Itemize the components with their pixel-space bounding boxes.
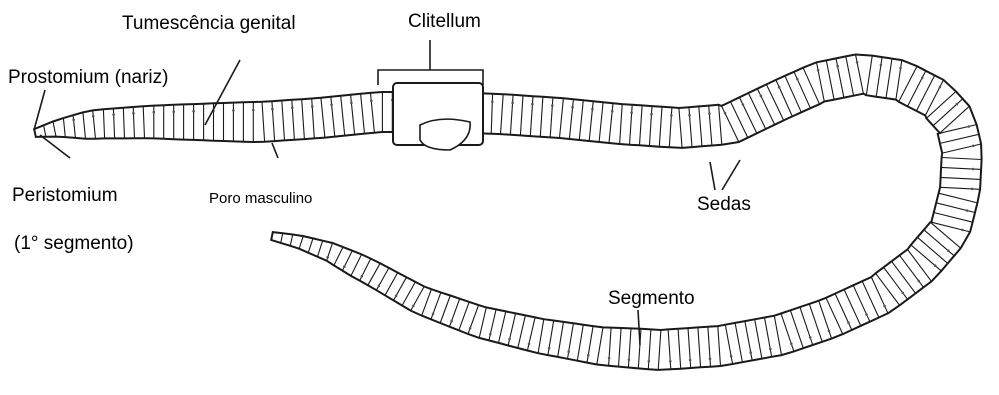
- seta-mark: [968, 125, 971, 128]
- clitellum-bracket: [378, 40, 483, 85]
- seta-mark: [450, 320, 453, 323]
- seta-mark: [972, 145, 975, 148]
- seta-mark: [688, 114, 691, 117]
- seta-mark: [153, 111, 156, 114]
- seta-mark: [311, 105, 314, 108]
- seta-mark: [790, 343, 793, 346]
- seta-mark: [232, 109, 235, 112]
- seta-mark: [689, 359, 692, 362]
- seta-mark: [350, 102, 353, 105]
- poro-pointer: [272, 143, 278, 158]
- seta-mark: [326, 256, 329, 259]
- seta-mark: [828, 330, 831, 333]
- seta-mark: [836, 65, 839, 68]
- seta-mark: [669, 360, 672, 363]
- prostomium-pointer: [34, 90, 45, 130]
- seta-mark: [956, 103, 959, 106]
- seta-mark: [708, 112, 711, 115]
- seta-mark: [972, 168, 975, 171]
- seta-mark: [370, 100, 373, 103]
- seta-mark: [271, 108, 274, 111]
- seta-mark: [966, 209, 969, 212]
- seta-mark: [769, 348, 772, 351]
- label-segmento: Segmento: [608, 289, 695, 308]
- label-prostomium: Prostomium (nariz): [8, 68, 168, 87]
- seta-mark: [934, 264, 937, 267]
- clitellum-band: [393, 83, 483, 150]
- seta-mark: [72, 119, 75, 122]
- seta-mark: [112, 113, 115, 116]
- seta-mark: [343, 265, 346, 268]
- seta-mark: [902, 292, 905, 295]
- seta-mark: [628, 358, 631, 361]
- label-peristomium-segment: (1° segmento): [14, 234, 134, 253]
- seta-mark: [921, 77, 924, 80]
- seta-mark: [92, 115, 95, 118]
- seta-mark: [567, 350, 570, 353]
- seta-mark: [571, 106, 574, 109]
- seta-mark: [491, 100, 494, 103]
- seta-mark: [742, 103, 745, 106]
- seta-mark: [591, 108, 594, 111]
- seta-mark: [796, 78, 799, 81]
- seta-mark: [172, 110, 175, 113]
- seta-mark: [432, 313, 435, 316]
- label-tumescencia-genital: Tumescência genital: [122, 14, 296, 33]
- seta-mark: [947, 249, 950, 252]
- peristomium-pointer: [40, 135, 70, 158]
- seta-mark: [611, 110, 614, 113]
- seta-mark: [489, 333, 492, 336]
- seta-mark: [880, 64, 883, 67]
- seta-mark: [670, 114, 673, 117]
- seta-mark: [511, 102, 514, 105]
- seta-mark: [192, 110, 195, 113]
- seta-mark: [817, 69, 820, 72]
- seta-mark: [709, 357, 712, 360]
- seta-mark: [809, 336, 812, 339]
- seta-mark: [883, 305, 886, 308]
- seta-mark: [865, 313, 868, 316]
- seta-mark: [378, 285, 381, 288]
- seta-mark: [395, 295, 398, 298]
- seta-mark: [856, 61, 859, 64]
- worm-body: [34, 55, 981, 370]
- seta-mark: [899, 67, 902, 70]
- seta-mark: [749, 351, 752, 354]
- sedas-pointer-2: [722, 160, 740, 190]
- seta-mark: [630, 111, 633, 114]
- seta-mark: [608, 357, 611, 360]
- seta-mark: [132, 112, 135, 115]
- seta-mark: [528, 343, 531, 346]
- seta-mark: [412, 305, 415, 308]
- seta-mark: [961, 229, 964, 232]
- seta-mark: [760, 95, 763, 98]
- seta-mark: [291, 107, 294, 110]
- worm-outline: [34, 55, 981, 370]
- seta-mark: [469, 327, 472, 330]
- seta-mark: [971, 188, 974, 191]
- seta-mark: [551, 104, 554, 107]
- seta-mark: [650, 113, 653, 116]
- seta-mark: [917, 280, 920, 283]
- seta-mark: [361, 275, 364, 278]
- seta-mark: [648, 360, 651, 363]
- seta-mark: [778, 86, 781, 89]
- label-sedas: Sedas: [697, 195, 751, 214]
- seta-mark: [939, 86, 942, 89]
- label-peristomium: Peristomium: [12, 186, 118, 205]
- seta-mark: [508, 338, 511, 341]
- sedas-pointer-1: [710, 162, 715, 190]
- label-clitellum: Clitellum: [408, 12, 481, 31]
- seta-mark: [531, 103, 534, 106]
- seta-mark: [847, 321, 850, 324]
- seta-mark: [724, 112, 727, 115]
- seta-mark: [252, 109, 255, 112]
- seta-mark: [330, 104, 333, 107]
- label-poro-masculino: Poro masculino: [209, 191, 312, 206]
- seta-mark: [730, 355, 733, 358]
- seta-mark: [587, 354, 590, 357]
- seta-mark: [548, 347, 551, 350]
